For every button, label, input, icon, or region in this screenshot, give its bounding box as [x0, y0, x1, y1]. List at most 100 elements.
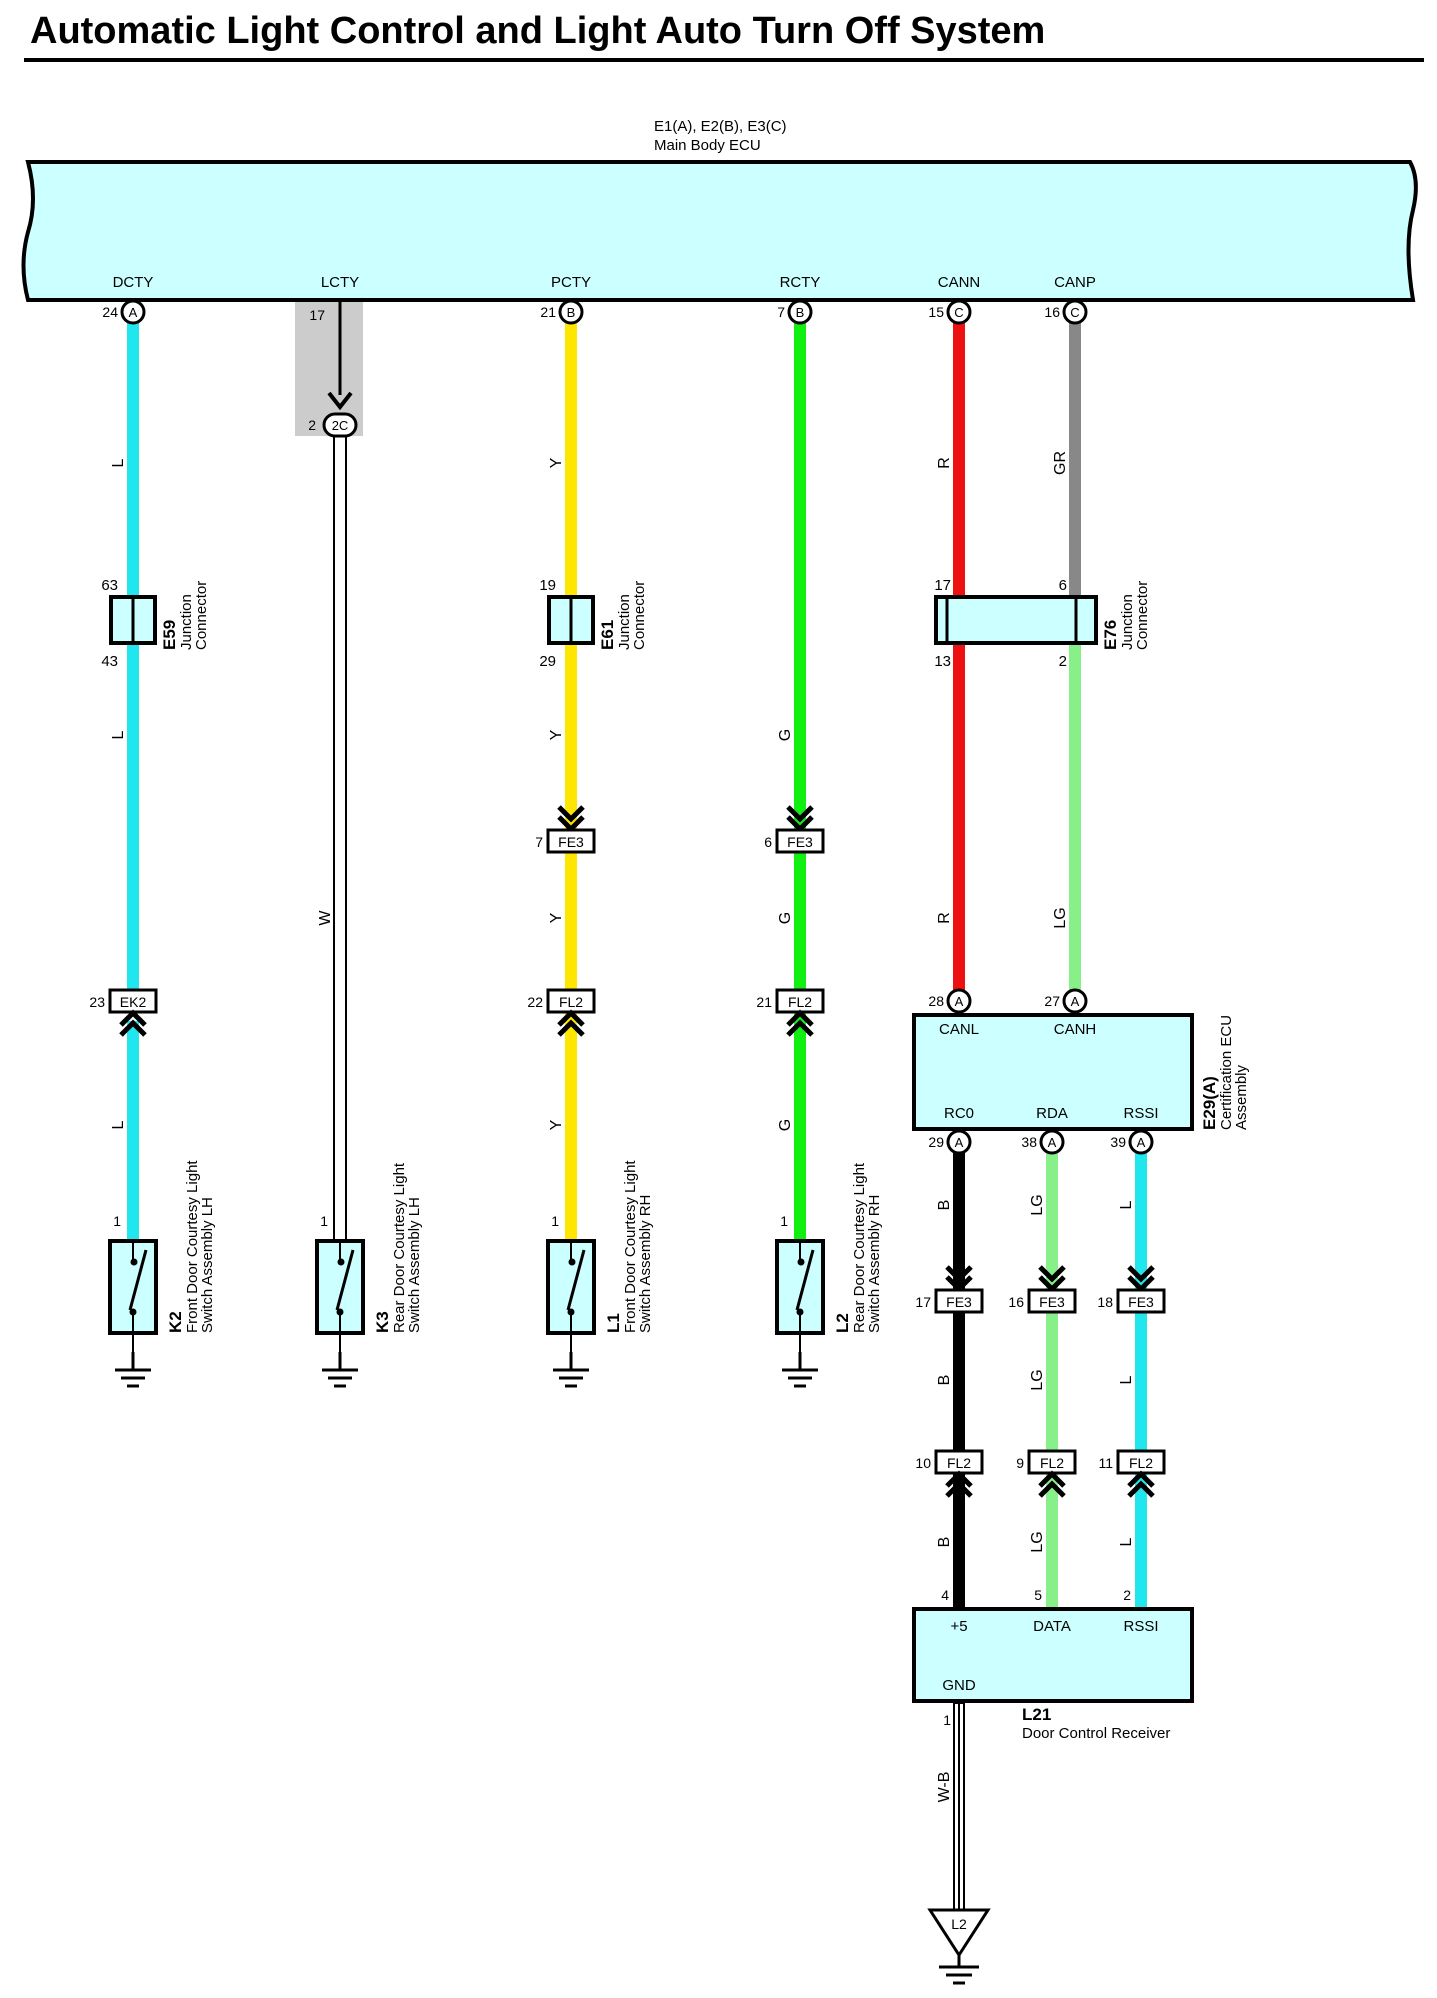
- connector-terminal-circle: [1062, 988, 1088, 1014]
- inline-connector-id: FL2: [1129, 1455, 1153, 1471]
- terminal-pin-number: 4: [941, 1587, 949, 1603]
- connector-pin-number: 22: [527, 994, 543, 1010]
- connector-arrow-up-icon: [945, 1470, 973, 1498]
- certification-ecu-name: Assembly: [1233, 1064, 1250, 1130]
- terminal-pin-number: 16: [1044, 304, 1060, 320]
- terminal-name: CANN: [938, 274, 981, 291]
- connector-letter: C: [954, 305, 963, 320]
- connector-letter: A: [129, 305, 138, 320]
- switch-id: L2: [833, 1313, 852, 1333]
- junction-name: Junction: [178, 594, 195, 650]
- terminal-name: DATA: [1033, 1618, 1071, 1635]
- junction-pin-number: 17: [934, 577, 951, 594]
- switch-contact-dot: [129, 1308, 137, 1316]
- wire-color-label: W: [317, 910, 334, 926]
- terminal-name: DCTY: [113, 274, 154, 291]
- inline-connector-id: FL2: [788, 994, 812, 1010]
- connector-terminal-circle: [1062, 299, 1088, 325]
- wire-color-label: LG: [1029, 1194, 1046, 1215]
- lcty-connector-id: 2C: [332, 418, 349, 433]
- receiver-name: Door Control Receiver: [1022, 1725, 1170, 1742]
- connector-arrow-up-icon: [119, 1009, 147, 1037]
- switch-id: K2: [166, 1311, 185, 1333]
- wire-color-label: L: [1118, 1375, 1135, 1384]
- terminal-pin-number: 7: [777, 304, 785, 320]
- inline-connector-id: FL2: [947, 1455, 971, 1471]
- ground-point-marker: [927, 1908, 991, 1958]
- lcty-shield-area: [295, 302, 363, 436]
- switch-pin-number: 1: [551, 1213, 559, 1229]
- connector-terminal-circle: [120, 299, 146, 325]
- connector-pin-number: 17: [915, 1294, 931, 1310]
- certification-ecu-name: Certification ECU: [1218, 1015, 1235, 1130]
- junction-name: Junction: [616, 594, 633, 650]
- lcty-connector: [322, 412, 358, 438]
- switch-name: Switch Assembly RH: [637, 1195, 654, 1333]
- terminal-name: RSSI: [1123, 1618, 1158, 1635]
- ground-icon: [322, 1352, 358, 1388]
- wire-color-label: Y: [548, 729, 565, 740]
- wire-color-label: R: [936, 457, 953, 469]
- connector-pin-number: 10: [915, 1455, 931, 1471]
- inline-connector-box: [775, 828, 825, 854]
- connector-arrow-up-icon: [786, 1009, 814, 1037]
- wire-lcty-w: [333, 434, 347, 1242]
- receiver-id: L21: [1022, 1705, 1051, 1724]
- switch-contact-dot: [797, 1258, 805, 1266]
- switch-contact: [795, 1249, 815, 1311]
- junction-id: E59: [160, 620, 179, 650]
- connector-pin-number: 21: [756, 994, 772, 1010]
- terminal-pin-number: 29: [928, 1134, 944, 1150]
- inline-connector-id: FE3: [946, 1294, 972, 1310]
- inline-connector-box: [1116, 1288, 1166, 1314]
- ground-icon: [115, 1352, 151, 1388]
- switch-name: Switch Assembly LH: [406, 1197, 423, 1333]
- junction-pin-number: 6: [1059, 577, 1067, 594]
- inline-connector-box: [934, 1288, 984, 1314]
- inline-connector-id: FE3: [1039, 1294, 1065, 1310]
- wire-color-label: G: [777, 1119, 794, 1131]
- connector-letter: B: [567, 305, 576, 320]
- switch-contact-dot: [568, 1258, 576, 1266]
- terminal-name: PCTY: [551, 274, 591, 291]
- connector-arrow-up-icon: [557, 1009, 585, 1037]
- junction-name: Junction: [1119, 594, 1136, 650]
- terminal-pin-number: 39: [1110, 1134, 1126, 1150]
- terminal-pin-number: 28: [928, 993, 944, 1009]
- connector-terminal-circle: [946, 988, 972, 1014]
- inline-connector-box: [1027, 1288, 1077, 1314]
- switch-contact-dot: [567, 1308, 575, 1316]
- wire-color-label: GR: [1052, 451, 1069, 475]
- door-control-receiver-block: [912, 1607, 1194, 1703]
- wire-color-label: L: [110, 730, 127, 739]
- terminal-pin-number: 15: [928, 304, 944, 320]
- junction-connector-body: [934, 595, 1098, 645]
- ground-icon: [553, 1352, 589, 1388]
- terminal-name: CANL: [939, 1021, 979, 1038]
- connector-terminal-circle: [946, 299, 972, 325]
- terminal-pin-number: 5: [1034, 1587, 1042, 1603]
- ground-icon: [939, 1955, 979, 1985]
- junction-id: E61: [598, 620, 617, 650]
- terminal-pin-number: 17: [309, 307, 325, 323]
- junction-pin-number: 63: [101, 577, 118, 594]
- inline-connector-id: EK2: [120, 994, 147, 1010]
- junction-pin-number: 19: [539, 577, 556, 594]
- connector-letter: C: [1070, 305, 1079, 320]
- terminal-name: RC0: [944, 1105, 974, 1122]
- main-body-ecu-block: [21, 160, 1418, 302]
- switch-name: Front Door Courtesy Light: [622, 1160, 639, 1333]
- connector-pin-number: 16: [1008, 1294, 1024, 1310]
- wire-color-label: R: [936, 912, 953, 924]
- junction-pin-number: 43: [101, 653, 118, 670]
- switch-name: Switch Assembly LH: [199, 1197, 216, 1333]
- wire-color-label: L: [1118, 1200, 1135, 1209]
- connector-pin-number: 18: [1097, 1294, 1113, 1310]
- connector-terminal-circle: [1039, 1129, 1065, 1155]
- terminal-name: RDA: [1036, 1105, 1068, 1122]
- wire-color-label: B: [936, 1200, 953, 1211]
- lcty-arrow-icon: [327, 391, 353, 411]
- junction-name: Connector: [193, 581, 210, 650]
- inline-connector-id: FE3: [1128, 1294, 1154, 1310]
